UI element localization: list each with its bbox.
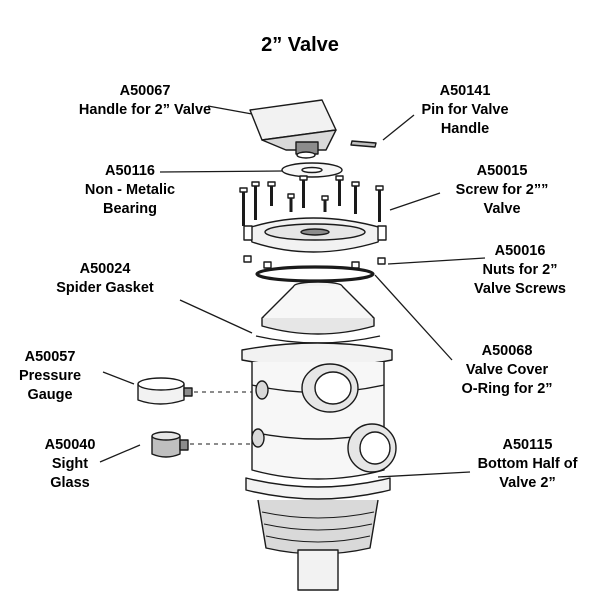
screw [335, 175, 344, 206]
gauge-port [255, 380, 269, 400]
leader-a50040 [99, 444, 141, 463]
label-a50057: A50057 Pressure Gauge [0, 348, 100, 405]
handle-part [249, 99, 337, 159]
strainer-mesh [261, 511, 375, 543]
gauge-thread [183, 387, 193, 397]
body-base-flange [245, 477, 391, 500]
screws-part [239, 175, 384, 226]
nut [351, 261, 360, 269]
part-name: Handle for 2” Valve [78, 102, 212, 118]
nuts-part [243, 255, 386, 269]
part-name-line1: Nuts for 2” [482, 262, 558, 278]
sight-glass-thread [179, 439, 189, 451]
part-code: A50040 [44, 437, 96, 453]
sight-glass-part [151, 431, 250, 458]
label-a50068: A50068 Valve Cover O-Ring for 2” [437, 342, 577, 399]
leader-lines [99, 105, 486, 478]
part-code: A50068 [481, 343, 533, 359]
part-name-line2: Gauge [27, 387, 73, 403]
label-a50016: A50016 Nuts for 2” Valve Screws [450, 242, 590, 299]
handle-stem [296, 151, 316, 159]
leader-a50057 [102, 371, 135, 385]
part-code: A50067 [119, 83, 171, 99]
cover-lug [243, 225, 253, 241]
screw [299, 175, 308, 208]
leader-a50024 [179, 299, 253, 334]
part-name-line1: Pin for Valve [421, 102, 509, 118]
part-name-line2: Valve 2” [499, 475, 556, 491]
part-code: A50016 [494, 243, 546, 259]
part-name-line2: Valve Screws [474, 281, 566, 297]
cover-lug [377, 225, 387, 241]
leader-a50141 [382, 114, 415, 141]
part-code: A50024 [79, 261, 131, 277]
part-code: A50015 [476, 163, 528, 179]
part-name-line1: Non - Metalic [84, 182, 176, 198]
leader-a50068 [374, 274, 453, 361]
cover-center-hole [300, 228, 330, 236]
sight-glass-port [251, 428, 265, 448]
label-a50067: A50067 Handle for 2” Valve [60, 82, 230, 120]
part-code: A50115 [502, 437, 553, 453]
label-a50141: A50141 Pin for Valve Handle [395, 82, 535, 139]
part-name-line1: Bottom Half of [477, 456, 578, 472]
bearing-part [281, 162, 343, 178]
part-name-line2: Valve [483, 201, 521, 217]
part-code: A50141 [439, 83, 491, 99]
part-name-line2: O-Ring for 2” [461, 381, 553, 397]
leader-a50067 [207, 105, 253, 115]
strainer-basket [257, 499, 379, 555]
part-name-line2: Glass [50, 475, 90, 491]
standpipe [297, 549, 339, 591]
screw [267, 181, 276, 206]
lower-port-inner [359, 431, 391, 465]
part-name-line1: Pressure [18, 368, 82, 384]
leader-a50116 [159, 170, 283, 173]
sight-glass-body [151, 436, 181, 458]
part-name-line2: Handle [440, 121, 490, 137]
nut [263, 261, 272, 269]
o-ring-part [255, 265, 375, 283]
gasket-rim [261, 318, 375, 335]
part-code: A50116 [105, 163, 155, 179]
bearing-hole [301, 166, 323, 174]
part-name-line1: Screw for 2”” [455, 182, 549, 198]
screw [351, 181, 360, 214]
screw [375, 185, 384, 222]
screw [251, 181, 260, 220]
screw [287, 193, 295, 212]
screw [239, 187, 248, 226]
leader-a50015 [389, 192, 441, 211]
label-a50024: A50024 Spider Gasket [35, 260, 175, 298]
part-name-line1: Sight [51, 456, 89, 472]
label-a50015: A50015 Screw for 2”” Valve [432, 162, 572, 219]
spider-gasket-part [255, 281, 381, 344]
diagram-title: 2” Valve [261, 34, 339, 56]
label-a50040: A50040 Sight Glass [20, 436, 120, 493]
upper-port-inner [314, 371, 352, 405]
label-a50116: A50116 Non - Metalic Bearing [60, 162, 200, 219]
valve-cover-top [243, 217, 387, 253]
pressure-gauge-part [137, 377, 252, 405]
pin-part [350, 140, 377, 148]
part-name-line1: Valve Cover [465, 362, 549, 378]
gauge-face [137, 377, 185, 391]
part-name-line2: Bearing [103, 201, 157, 217]
valve-body-part [241, 342, 397, 591]
part-name: Spider Gasket [56, 280, 154, 296]
sight-glass-top [151, 431, 181, 441]
leader-a50016 [387, 257, 486, 265]
leader-a50115 [377, 471, 471, 478]
label-a50115: A50115 Bottom Half of Valve 2” [460, 436, 595, 493]
nut [377, 257, 386, 265]
part-code: A50057 [24, 349, 76, 365]
screw [321, 195, 329, 212]
nut [243, 255, 252, 263]
gasket-ring [255, 335, 381, 344]
